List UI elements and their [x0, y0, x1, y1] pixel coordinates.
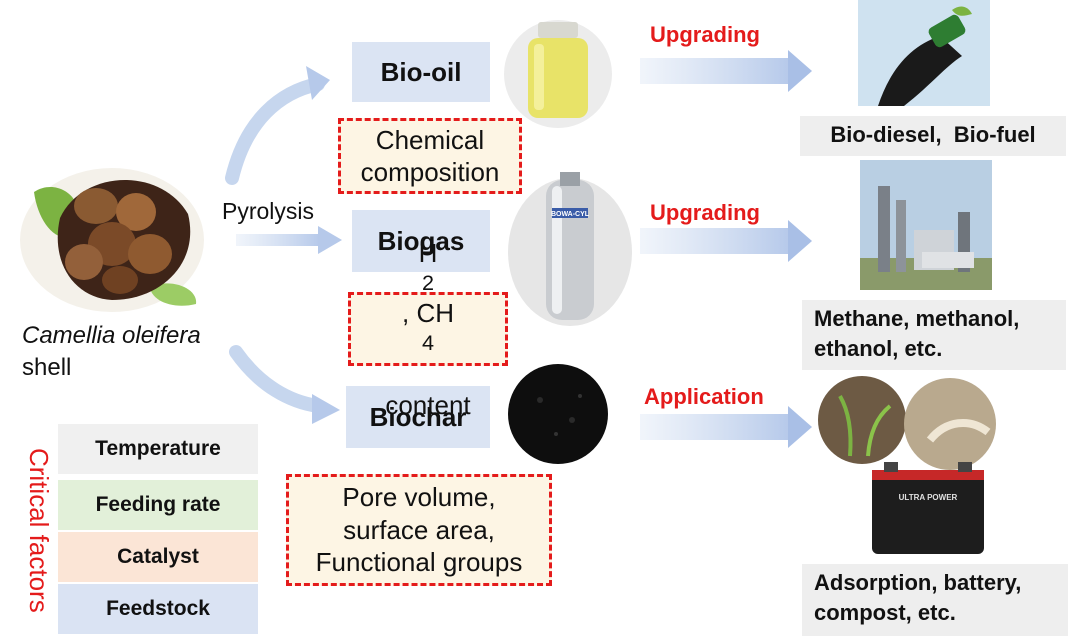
outcome-biogas: Methane, methanol,ethanol, etc.	[802, 300, 1066, 370]
arrowhead-upgrade-1	[788, 50, 812, 92]
action-label-biochar: Application	[644, 384, 764, 409]
critical-factors-list: Temperature Feeding rate Catalyst Feedst…	[58, 424, 258, 634]
factor-box-biogas: H2, CH4content	[348, 238, 508, 420]
factor-feeding-rate: Feeding rate	[58, 480, 258, 530]
battery-brand-text: ULTRA POWER	[899, 493, 958, 502]
outcome-biochar: Adsorption, battery,compost, etc.	[802, 564, 1068, 636]
battery-image: ULTRA POWER	[872, 462, 984, 554]
factor-temperature: Temperature	[58, 424, 258, 474]
arrowhead-upgrade-2	[788, 220, 812, 262]
curve-arrow-biochar	[229, 345, 325, 413]
cylinder-logo-text: BOWA-CYL	[551, 211, 590, 218]
product-bio-oil: Bio-oil	[352, 42, 490, 102]
arrowhead-application	[788, 406, 812, 448]
arrow-shaft-biogas	[236, 234, 320, 246]
factor-catalyst: Catalyst	[58, 532, 258, 582]
soil-sprout-image	[818, 376, 906, 464]
factor-feedstock: Feedstock	[58, 584, 258, 634]
feedstock-label: Camellia oleifera shell	[22, 320, 201, 385]
product-biochar: Biochar	[346, 386, 490, 448]
product-biogas: Biogas	[352, 210, 490, 272]
arrow-shaft-upgrade-1	[640, 58, 790, 84]
arrowhead-biogas	[318, 226, 342, 254]
arrow-shaft-upgrade-2	[640, 228, 790, 254]
action-label-bio-oil: Upgrading	[650, 22, 760, 47]
arrow-shaft-application	[640, 414, 790, 440]
critical-factors-title: Critical factors	[24, 447, 54, 613]
curve-arrow-bio-oil	[225, 77, 325, 185]
curve-arrowhead-biochar	[312, 394, 340, 424]
outcome-bio-oil: Bio-diesel, Bio-fuel	[800, 116, 1066, 156]
factor-box-biochar: Pore volume,surface area,Functional grou…	[286, 474, 552, 586]
action-label-biogas: Upgrading	[650, 200, 760, 225]
feedstock-part: shell	[22, 354, 72, 382]
curve-arrowhead-bio-oil	[306, 66, 330, 100]
feedstock-species: Camellia oleifera	[22, 322, 201, 349]
process-label: Pyrolysis	[222, 198, 315, 224]
